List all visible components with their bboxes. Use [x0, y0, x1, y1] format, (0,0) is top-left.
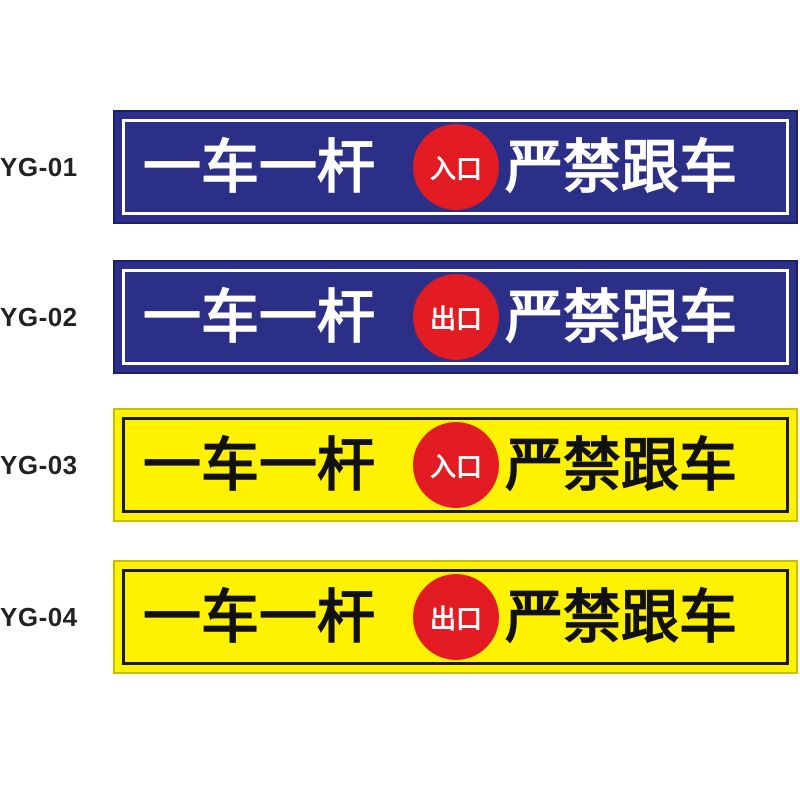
sign-left-text: 一车一杆	[143, 133, 376, 201]
sign-left-text: 一车一杆	[143, 431, 376, 499]
sign-left-text: 一车一杆	[143, 583, 376, 651]
sign-right-text: 严禁跟车	[505, 133, 738, 201]
sign-right-text: 严禁跟车	[505, 431, 738, 499]
sign-code-label: YG-01	[0, 151, 78, 182]
blue-exit-sign: 一车一杆 出口 严禁跟车	[113, 260, 798, 374]
exit-badge: 出口	[413, 574, 499, 660]
entrance-badge: 入口	[413, 422, 499, 508]
sign-inner-border	[122, 569, 789, 665]
sign-inner-border	[122, 269, 789, 365]
sign-row-yg-03: YG-03 一车一杆 入口 严禁跟车	[0, 408, 800, 522]
entrance-badge: 入口	[413, 124, 499, 210]
sign-row-yg-02: YG-02 一车一杆 出口 严禁跟车	[0, 260, 800, 374]
sign-code-label: YG-04	[0, 601, 78, 632]
sign-inner-border	[122, 417, 789, 513]
sign-row-yg-04: YG-04 一车一杆 出口 严禁跟车	[0, 560, 800, 674]
yellow-exit-sign: 一车一杆 出口 严禁跟车	[113, 560, 798, 674]
sign-code-label: YG-03	[0, 449, 78, 480]
sign-inner-border	[122, 119, 789, 215]
sign-right-text: 严禁跟车	[505, 283, 738, 351]
exit-badge: 出口	[413, 274, 499, 360]
sign-code-label: YG-02	[0, 301, 78, 332]
yellow-entrance-sign: 一车一杆 入口 严禁跟车	[113, 408, 798, 522]
sign-left-text: 一车一杆	[143, 283, 376, 351]
sign-right-text: 严禁跟车	[505, 583, 738, 651]
blue-entrance-sign: 一车一杆 入口 严禁跟车	[113, 110, 798, 224]
sign-row-yg-01: YG-01 一车一杆 入口 严禁跟车	[0, 110, 800, 224]
